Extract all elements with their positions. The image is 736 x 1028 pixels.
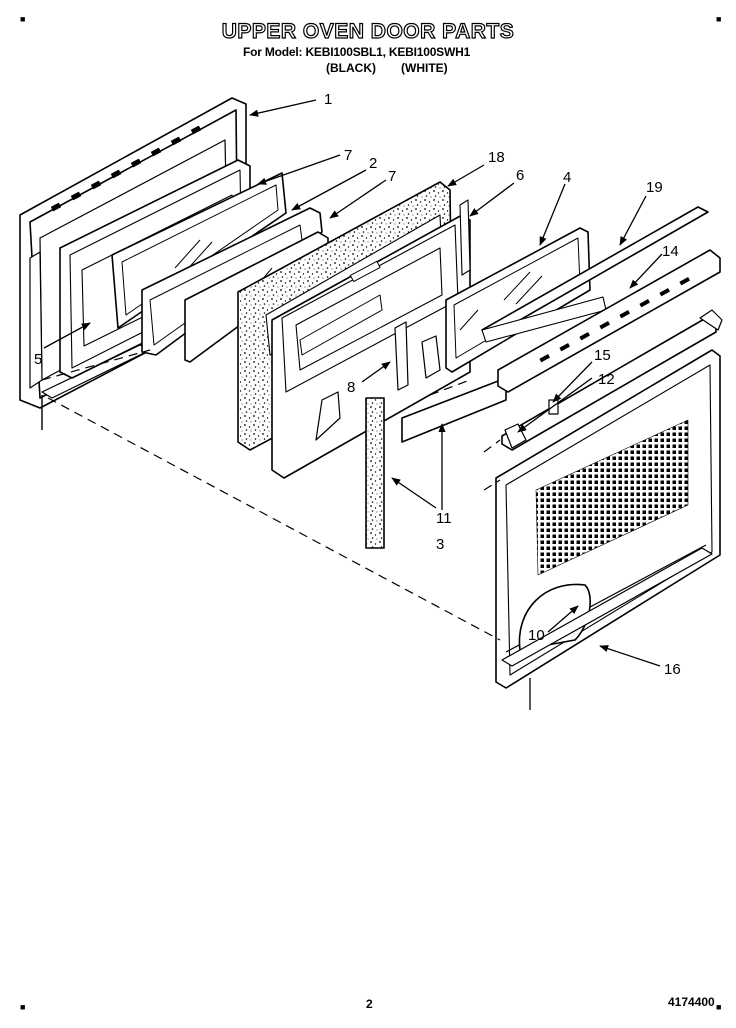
hinge-brackets — [315, 321, 441, 441]
callout-6: 6 — [516, 167, 524, 184]
callout-7a: 7 — [344, 147, 352, 164]
callout-10: 10 — [528, 627, 545, 644]
page-title: UPPER OVEN DOOR PARTS — [221, 19, 515, 43]
callout-7b: 7 — [388, 168, 396, 185]
door-handle — [501, 309, 723, 451]
color-label-white: (WHITE) — [401, 61, 448, 75]
callout-4: 4 — [563, 169, 571, 186]
callout-1: 1 — [324, 91, 332, 108]
color-label-black: (BLACK) — [326, 61, 376, 75]
callout-16: 16 — [664, 661, 681, 678]
callout-19: 19 — [646, 179, 663, 196]
vent-strip — [401, 377, 507, 443]
callout-18: 18 — [488, 149, 505, 166]
document-number: 4174400 — [668, 995, 715, 1009]
callout-8: 8 — [347, 379, 355, 396]
leader-arrows — [43, 99, 663, 667]
vent-trim — [497, 249, 721, 393]
top-trim-strip — [481, 206, 709, 343]
callout-15: 15 — [594, 347, 611, 364]
corner-mark-top-right: ■ — [716, 14, 722, 24]
assembly-lines — [41, 349, 501, 641]
bottom-door-trim — [501, 547, 713, 667]
callout-14: 14 — [662, 243, 679, 260]
corner-mark-bottom-left: ■ — [20, 1002, 26, 1012]
callout-3: 3 — [436, 536, 444, 553]
callout-11: 11 — [436, 510, 452, 527]
model-numbers: For Model: KEBI100SBL1, KEBI100SWH1 — [243, 45, 471, 59]
corner-mark-bottom-right: ■ — [716, 1002, 722, 1012]
callout-12: 12 — [598, 371, 615, 388]
corner-mark-top-left: ■ — [20, 14, 26, 24]
insulation-strip — [365, 397, 385, 549]
callout-5: 5 — [34, 351, 42, 368]
callout-2: 2 — [369, 155, 377, 172]
page-number: 2 — [366, 997, 373, 1011]
